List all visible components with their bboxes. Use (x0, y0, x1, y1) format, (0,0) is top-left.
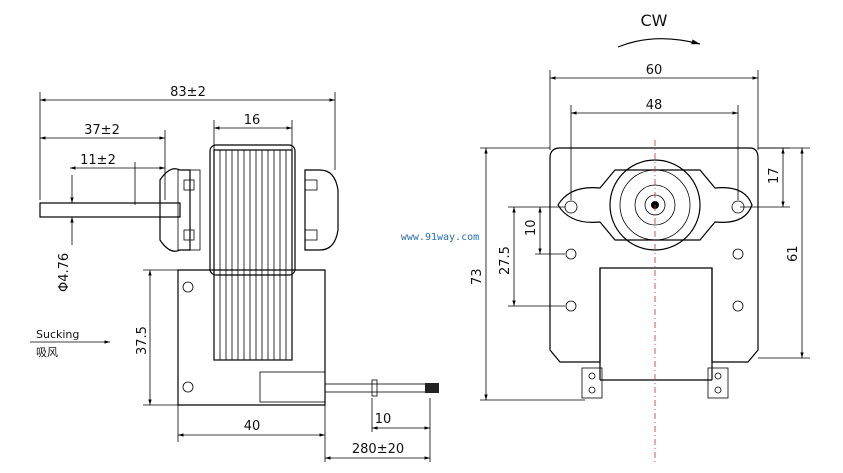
dim-top-offset: 17 (767, 167, 782, 184)
dim-mount-height: 37.5 (135, 326, 150, 355)
dim-overall-width: 60 (646, 63, 663, 78)
shaft (39, 202, 181, 218)
dim-lead-stub: 10 (375, 412, 392, 427)
dim-mount-height: 61 (786, 245, 801, 262)
side-view: 83±2 37±2 11±2 16 Φ4.76 37.5 40 10 280±2… (30, 85, 439, 462)
lamination-lines (219, 150, 287, 360)
dim-shaft-extension: 11±2 (80, 153, 116, 168)
bearing-arm (557, 169, 753, 241)
airflow-label-cn: 吸风 (36, 346, 58, 359)
dim-shaft-diameter: Φ4.76 (57, 253, 72, 292)
dim-hole-spacing: 48 (646, 98, 663, 113)
dim-shaft-to-frame: 37±2 (84, 123, 120, 138)
bracket-right (304, 169, 339, 251)
watermark: www.91way.com (401, 232, 479, 243)
rotation-arrow (617, 38, 701, 48)
rotation-label: CW (641, 11, 668, 30)
dim-base-width: 40 (244, 419, 261, 434)
hole (565, 300, 577, 312)
base-frame (177, 269, 326, 406)
bracket-left (159, 168, 191, 252)
hole (565, 248, 577, 260)
front-view: CW 60 4 (470, 11, 810, 465)
dim-lamination-width: 16 (244, 113, 261, 128)
hole (732, 300, 744, 312)
front-frame (549, 147, 759, 363)
airflow-label-en: Sucking (36, 328, 79, 341)
lead-wire (324, 383, 431, 393)
dim-overall-length: 83±2 (170, 85, 206, 100)
dim-overall-height: 73 (470, 268, 485, 285)
hole (732, 248, 744, 260)
dim-hole-small: 10 (524, 219, 539, 236)
stator-stack (209, 144, 296, 276)
dim-hole-vertical: 27.5 (498, 246, 513, 275)
dim-lead-length: 280±20 (352, 442, 404, 457)
